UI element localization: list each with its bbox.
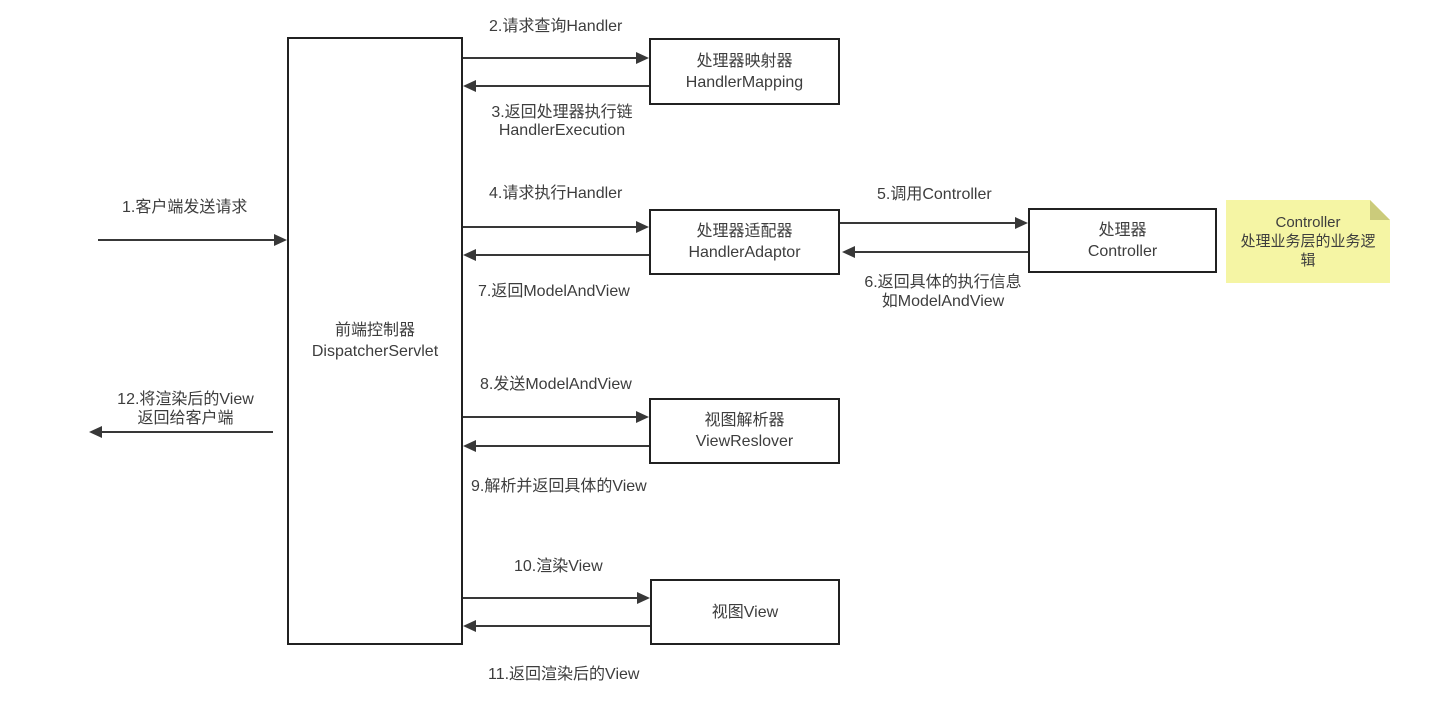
arrow-shaft [100, 431, 273, 433]
label-step8: 8.发送ModelAndView [480, 376, 632, 393]
arrow-step9-return-view [463, 440, 649, 452]
arrow-shaft [463, 57, 638, 59]
dispatcher-servlet-label-en: DispatcherServlet [311, 343, 439, 360]
view-label: 视图View [711, 603, 779, 621]
arrow-shaft [463, 416, 638, 418]
label-step12: 12.将渲染后的View 返回给客户端 [108, 390, 263, 428]
arrow-shaft [474, 625, 650, 627]
folded-corner-icon [1370, 200, 1390, 220]
arrow-head [463, 249, 476, 261]
arrow-head [636, 52, 649, 64]
view-resolver-label-en: ViewReslover [695, 433, 794, 450]
arrow-head [89, 426, 102, 438]
label-step3-line1: 3.返回处理器执行链 [491, 104, 633, 121]
arrow-head [636, 221, 649, 233]
view-resolver-box: 视图解析器 ViewReslover [649, 398, 840, 464]
label-step6-line1: 6.返回具体的执行信息 [864, 274, 1022, 291]
label-step11: 11.返回渲染后的View [488, 666, 640, 683]
arrow-step8-send-modelandview [463, 411, 649, 423]
arrow-head [1015, 217, 1028, 229]
arrow-step10-render-view [463, 592, 650, 604]
arrow-step7-return-modelandview [463, 249, 649, 261]
label-step9: 9.解析并返回具体的View [471, 478, 647, 495]
arrow-step12-return-to-client [89, 426, 273, 438]
controller-box: 处理器 Controller [1028, 208, 1217, 273]
label-step3: 3.返回处理器执行链 HandlerExecution [462, 104, 662, 140]
arrow-shaft [474, 254, 649, 256]
handler-adaptor-box: 处理器适配器 HandlerAdaptor [649, 209, 840, 275]
dispatcher-servlet-box: 前端控制器 DispatcherServlet [287, 37, 463, 645]
arrow-step6-return-modelandview [842, 246, 1028, 258]
view-resolver-label-cn: 视图解析器 [704, 412, 785, 429]
label-step7: 7.返回ModelAndView [478, 283, 630, 300]
label-step3-line2: HandlerExecution [498, 122, 626, 139]
label-step2: 2.请求查询Handler [489, 18, 623, 35]
handler-mapping-box: 处理器映射器 HandlerMapping [649, 38, 840, 105]
view-box: 视图View [650, 579, 840, 645]
handler-mapping-label-cn: 处理器映射器 [696, 52, 793, 70]
handler-adaptor-label-cn: 处理器适配器 [696, 223, 793, 240]
controller-label-en: Controller [1087, 242, 1158, 260]
label-step12-line1: 12.将渲染后的View [117, 391, 254, 408]
arrow-shaft [853, 251, 1028, 253]
controller-sticky-note: Controller 处理业务层的业务逻辑 [1226, 200, 1390, 283]
arrow-shaft [463, 597, 639, 599]
arrow-shaft [474, 85, 649, 87]
arrow-head [842, 246, 855, 258]
arrow-step5-invoke-controller [840, 217, 1028, 229]
arrow-head [463, 440, 476, 452]
dispatcher-servlet-label-cn: 前端控制器 [334, 322, 415, 339]
label-step6: 6.返回具体的执行信息 如ModelAndView [845, 273, 1041, 311]
label-step6-line2: 如ModelAndView [881, 293, 1005, 310]
arrow-head [274, 234, 287, 246]
label-step1: 1.客户端发送请求 [122, 199, 248, 216]
handler-adaptor-label-en: HandlerAdaptor [688, 244, 801, 261]
arrow-head [637, 592, 650, 604]
sticky-note-title: Controller [1275, 214, 1341, 231]
arrow-head [636, 411, 649, 423]
arrow-step1-client-request [98, 234, 287, 246]
label-step5: 5.调用Controller [877, 186, 992, 203]
controller-label-cn: 处理器 [1098, 221, 1147, 239]
arrow-step11-return-rendered-view [463, 620, 650, 632]
handler-mapping-label-en: HandlerMapping [685, 73, 804, 91]
label-step12-line2: 返回给客户端 [137, 410, 234, 427]
arrow-step4-execute-handler [463, 221, 649, 233]
label-step10: 10.渲染View [514, 558, 603, 575]
label-step4: 4.请求执行Handler [489, 185, 623, 202]
arrow-shaft [474, 445, 649, 447]
arrow-shaft [840, 222, 1017, 224]
arrow-head [463, 620, 476, 632]
arrow-head [463, 80, 476, 92]
arrow-shaft [98, 239, 276, 241]
arrow-shaft [463, 226, 638, 228]
arrow-step3-return-execution-chain [463, 80, 649, 92]
arrow-step2-query-handler [463, 52, 649, 64]
sticky-note-body: 处理业务层的业务逻辑 [1240, 233, 1376, 269]
